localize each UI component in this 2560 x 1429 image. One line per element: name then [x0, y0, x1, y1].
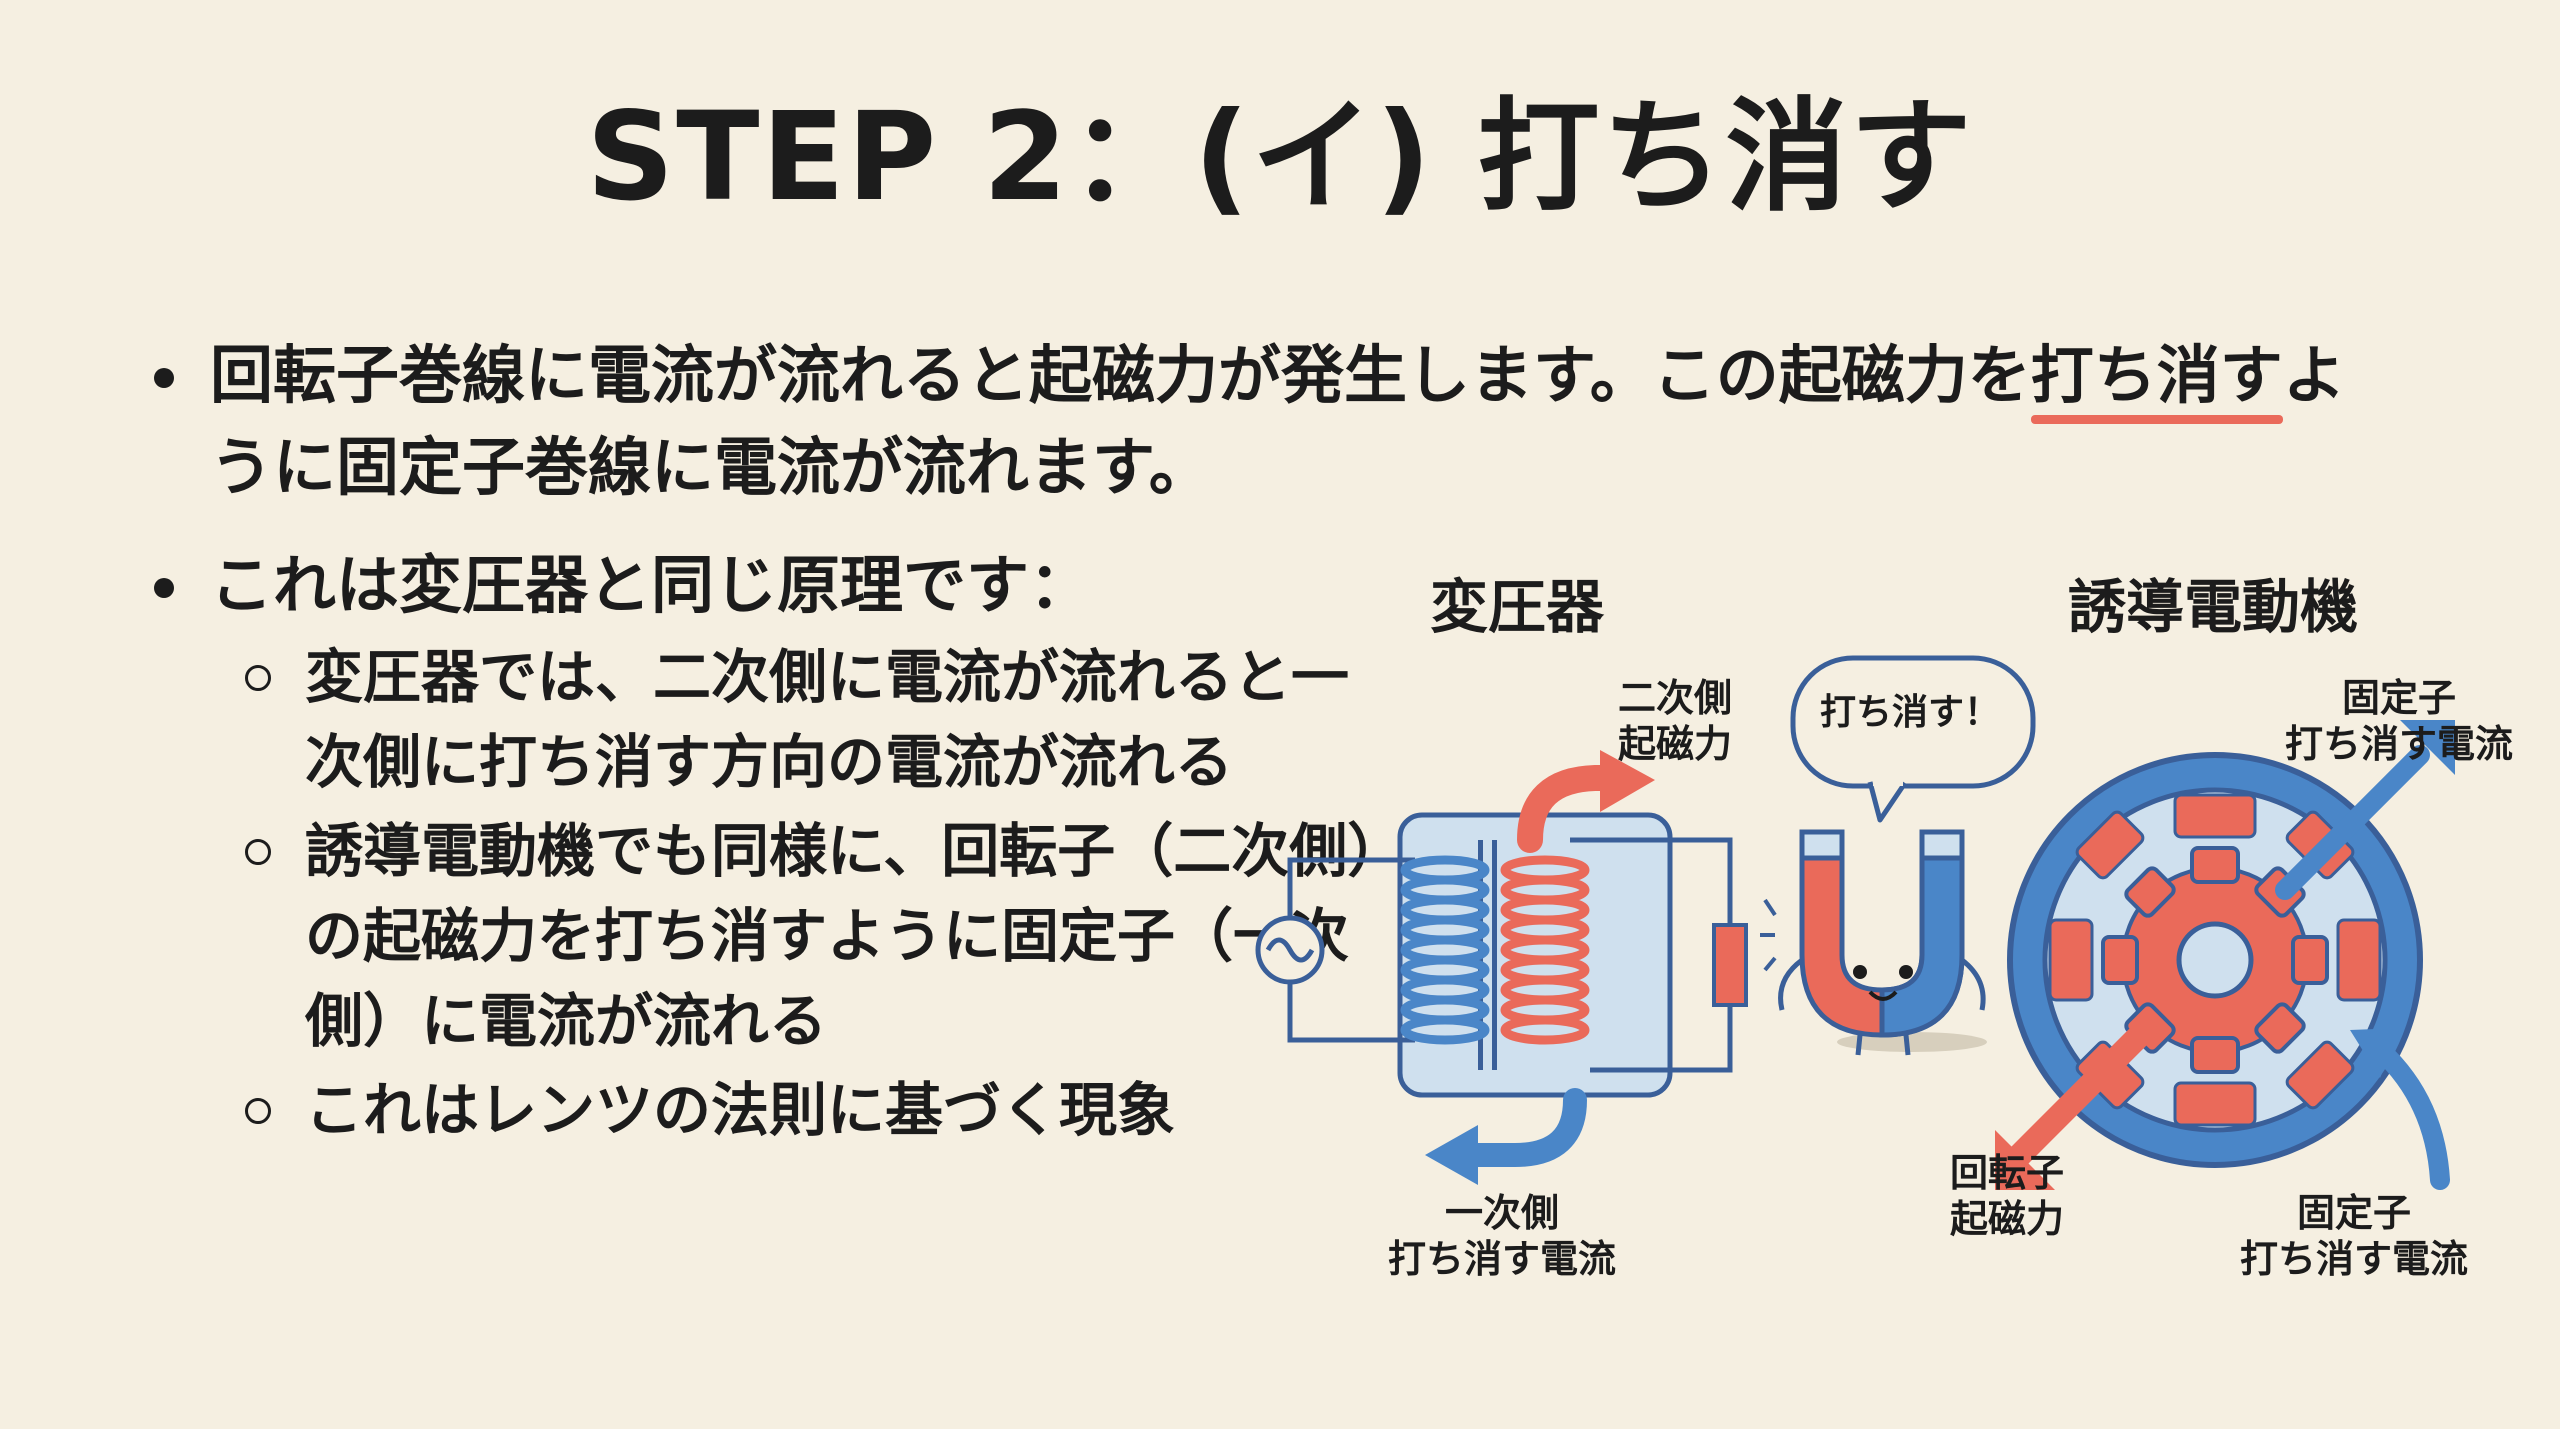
sub-bullet-text: これはレンツの法則に基づく現象 — [305, 1076, 1176, 1144]
sparkle-icon — [1760, 898, 1777, 972]
label-line: 起磁力 — [1950, 1197, 2065, 1241]
speech-bubble-icon — [1790, 655, 2036, 823]
sub-bullet-text: 誘導電動機でも同様に、回転子（二次側）の起磁力を打ち消すように固定子（一次側）に… — [305, 817, 1377, 1055]
label-line: 固定子 — [2297, 1191, 2412, 1235]
label-line: 打ち消す電流 — [1388, 1237, 1617, 1281]
label-line: 打ち消す電流 — [2240, 1237, 2469, 1281]
diagram-graphics — [1255, 655, 2455, 1190]
rotor-mmf-label: 回転子 起磁力 — [1950, 1150, 2064, 1242]
bullet-1-text-before: 回転子巻線に電流が流れると起磁力が発生します。この起磁力を — [210, 339, 2031, 412]
stator-current-arrow-icon — [2275, 720, 2455, 900]
secondary-coil — [1500, 855, 1590, 1045]
secondary-mmf-arrow-icon — [1517, 750, 1655, 853]
magnet-character-icon — [1778, 829, 1987, 1056]
sub-bullet-ring — [245, 1098, 271, 1124]
sub-bullet-item: これはレンツの法則に基づく現象 — [245, 1068, 1395, 1153]
bullet-dot — [154, 578, 174, 598]
primary-current-arrow-icon — [1425, 1088, 1587, 1185]
bullet-item-2: これは変圧器と同じ原理です： — [150, 540, 1350, 632]
sub-bullet-ring — [245, 839, 271, 865]
label-line: 打ち消す電流 — [2285, 722, 2514, 766]
stator-top-label: 固定子 打ち消す電流 — [2285, 675, 2513, 767]
stator-bottom-arrow-icon — [2350, 1028, 2450, 1190]
primary-coil — [1400, 855, 1490, 1045]
rotor-mmf-arrow-icon — [1995, 1018, 2157, 1190]
sub-bullet-ring — [245, 665, 271, 691]
label-line: 回転子 — [1950, 1151, 2065, 1195]
page-title: STEP 2：(イ) 打ち消す — [586, 86, 1974, 228]
sub-bullet-item: 変圧器では、二次側に電流が流れると一次側に打ち消す方向の電流が流れる — [245, 635, 1395, 805]
transformer-title: 変圧器 — [1430, 573, 1605, 641]
resistor-icon — [1712, 923, 1748, 1007]
bullet-2-text: これは変圧器と同じ原理です： — [210, 549, 1092, 622]
sub-bullet-list: 変圧器では、二次側に電流が流れると一次側に打ち消す方向の電流が流れる 誘導電動機… — [245, 635, 1395, 1157]
bullet-item-1: 回転子巻線に電流が流れると起磁力が発生します。この起磁力を打ち消すように固定子巻… — [150, 330, 2400, 514]
bullet-dot — [154, 368, 174, 388]
sub-bullet-item: 誘導電動機でも同様に、回転子（二次側）の起磁力を打ち消すように固定子（一次側）に… — [245, 809, 1395, 1064]
ac-source-icon — [1255, 915, 1325, 985]
label-line: 二次側 — [1618, 676, 1733, 720]
primary-current-label: 一次側 打ち消す電流 — [1388, 1190, 1616, 1282]
motor-title: 誘導電動機 — [2068, 573, 2359, 641]
highlighted-keyword: 打ち消す — [2030, 330, 2283, 424]
label-line: 一次側 — [1445, 1191, 1560, 1235]
stator-bottom-label: 固定子 打ち消す電流 — [2240, 1190, 2468, 1282]
label-line: 起磁力 — [1618, 722, 1733, 766]
secondary-mmf-label: 二次側 起磁力 — [1618, 675, 1732, 767]
speech-bubble-text: 打ち消す！ — [1820, 692, 2001, 733]
sub-bullet-text: 変圧器では、二次側に電流が流れると一次側に打ち消す方向の電流が流れる — [305, 643, 1350, 796]
illustration-diagram: 変圧器 誘導電動機 — [1230, 540, 2550, 1320]
bullet-1-text-after: ように固定子巻線に電流が流れます。 — [210, 339, 2346, 504]
label-line: 固定子 — [2342, 676, 2457, 720]
